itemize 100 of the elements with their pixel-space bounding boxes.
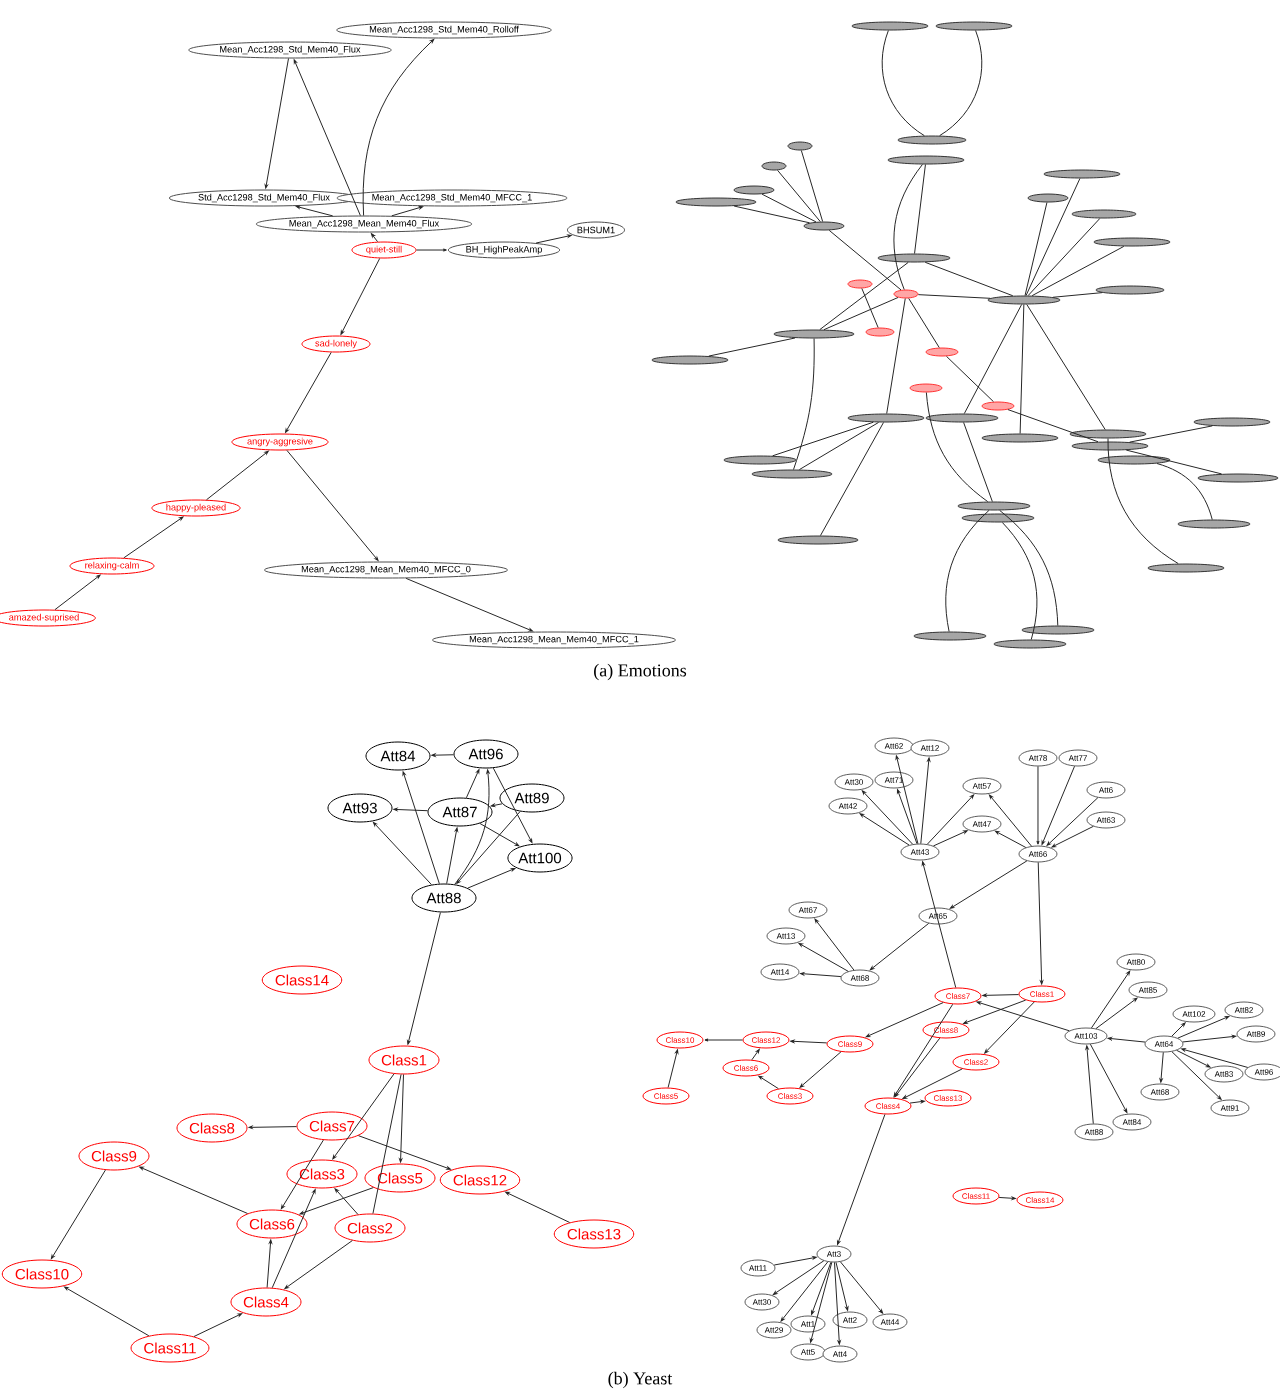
arrow [772, 1260, 825, 1295]
arrow [402, 771, 440, 885]
ellipse-node [1071, 209, 1137, 219]
arrow [988, 794, 1032, 847]
ellipse-node [803, 221, 845, 231]
ellipse-node [1197, 473, 1279, 483]
arrow [465, 769, 480, 799]
arrow [271, 1189, 316, 1289]
arrow [1089, 1043, 1128, 1114]
arrow [64, 1286, 150, 1337]
arrow [407, 911, 441, 1045]
arrow [758, 1075, 779, 1090]
ellipse-node [761, 161, 787, 171]
arrow [751, 1048, 760, 1061]
arrow [976, 1001, 1070, 1032]
ellipse-node [773, 329, 855, 339]
ellipse-node [733, 185, 775, 195]
arrow [809, 1261, 833, 1343]
arrow [454, 769, 490, 885]
ellipse-node [957, 501, 1031, 511]
arrow [949, 860, 1028, 909]
arrow [1090, 970, 1131, 1029]
arrow [492, 767, 533, 844]
arrow [839, 1261, 884, 1314]
ellipse-node [1177, 519, 1251, 529]
arrow [505, 1191, 571, 1223]
arrow [340, 257, 381, 335]
arrow [921, 861, 957, 989]
arrow [963, 999, 1027, 1024]
arrow [994, 830, 1027, 848]
arrow [814, 918, 855, 971]
ellipse-node [925, 347, 959, 357]
arrow [998, 1196, 1016, 1200]
arrow [295, 205, 334, 217]
arrow [280, 1139, 324, 1210]
arrow [1051, 825, 1094, 848]
arrow [895, 755, 919, 845]
arrow [773, 1256, 817, 1266]
ellipse-node [777, 535, 859, 545]
arrow [206, 450, 269, 501]
ellipse-node [847, 413, 925, 423]
arrow [431, 753, 455, 757]
arrow [284, 1240, 353, 1290]
arrow [932, 830, 968, 847]
arrow [1171, 1051, 1222, 1100]
ellipse-node [851, 21, 929, 31]
arrow [1177, 1015, 1230, 1039]
arrow [535, 234, 572, 244]
arrow [299, 1187, 374, 1215]
arrow [926, 794, 975, 845]
ellipse-node [865, 327, 895, 337]
ellipse-node [961, 513, 1035, 523]
arrow [370, 233, 379, 243]
arrow [902, 1068, 963, 1099]
arrow [896, 789, 918, 845]
arrow [266, 1239, 273, 1288]
arrow [1085, 1045, 1094, 1125]
arrow [859, 813, 910, 846]
ellipse-node [981, 401, 1015, 411]
arrow [1176, 1049, 1211, 1068]
arrow [834, 1261, 841, 1345]
arrow [139, 1166, 249, 1214]
arrow [373, 821, 432, 886]
ellipse-node [751, 469, 833, 479]
arrow [1037, 861, 1044, 985]
arrow [248, 1125, 298, 1129]
arrow [1181, 1048, 1249, 1068]
ellipse-node [1043, 169, 1121, 179]
arrow [894, 1037, 941, 1098]
arrow [893, 1003, 954, 1097]
ellipse-node [1069, 429, 1147, 439]
arrow [1046, 797, 1099, 846]
ellipse-node [981, 433, 1059, 443]
ellipse-node [987, 295, 1061, 305]
arrow [984, 1001, 1035, 1054]
arrow [334, 1188, 359, 1215]
ellipse-node [877, 253, 951, 263]
arrow [704, 1038, 743, 1042]
arrow [800, 972, 842, 978]
ellipse-node [675, 197, 757, 207]
ellipse-node [1147, 563, 1225, 573]
ellipse-node [925, 413, 999, 423]
arrow [50, 1169, 106, 1260]
ellipse-node [1027, 193, 1069, 203]
arrow [405, 577, 534, 632]
arrow [865, 1002, 944, 1038]
arrow [1036, 765, 1040, 845]
ellipse-node [787, 141, 813, 151]
arrow [357, 1135, 451, 1170]
arrow [982, 993, 1020, 997]
arrow [798, 942, 849, 972]
arrow [399, 1074, 404, 1163]
ellipse-node [909, 383, 943, 393]
ellipse-node [1021, 625, 1095, 635]
arrow [393, 807, 429, 812]
arrow [1041, 765, 1076, 845]
arrow [479, 822, 520, 847]
arrow [790, 1039, 828, 1044]
arrow [1107, 1037, 1146, 1043]
arrow [285, 351, 332, 433]
